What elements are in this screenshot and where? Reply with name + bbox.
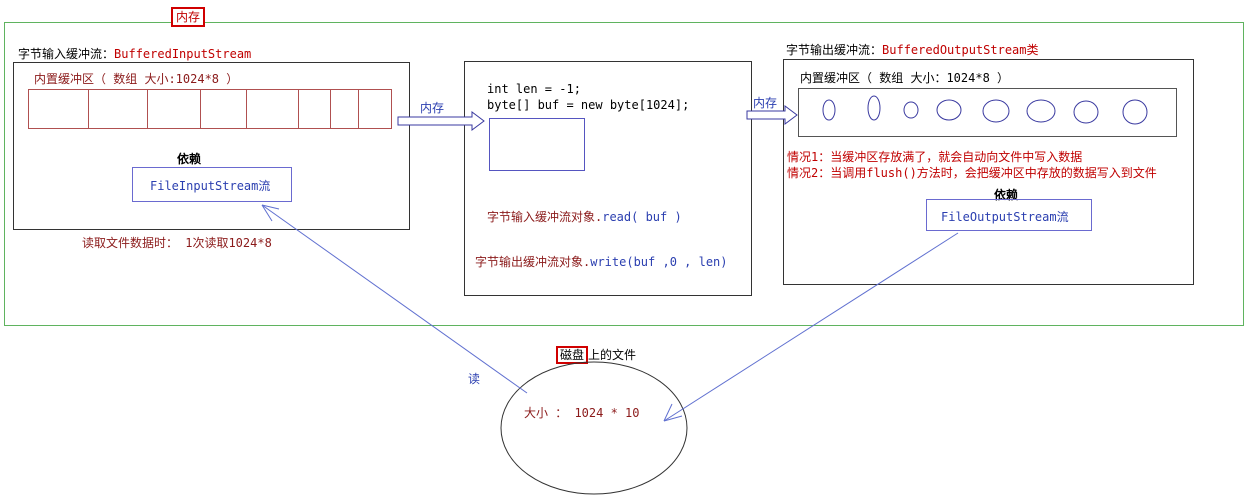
output-stream-class: BufferedOutputStream类 bbox=[882, 43, 1039, 57]
output-buffer-cell bbox=[982, 99, 1010, 123]
input-buffer-label: 内置缓冲区（ 数组 大小:1024*8 ） bbox=[34, 72, 239, 86]
code-line-buf: byte[] buf = new byte[1024]; bbox=[487, 98, 690, 112]
file-output-stream-label: FileOutputStream流 bbox=[941, 210, 1069, 224]
output-stream-title: 字节输出缓冲流：BufferedOutputStream类 bbox=[786, 41, 1039, 58]
output-buffer-cell bbox=[1026, 99, 1056, 123]
write-arrow-line bbox=[663, 232, 959, 422]
write-call-prefix: 字节输出缓冲流对象. bbox=[475, 255, 591, 269]
output-depends-label: 依赖 bbox=[994, 188, 1019, 202]
read-arrow-line bbox=[261, 204, 528, 394]
output-case-1: 情况1：当缓冲区存放满了，就会自动向文件中写入数据 bbox=[787, 150, 1083, 164]
output-stream-title-text: 字节输出缓冲流： bbox=[786, 43, 883, 57]
buf-array-box bbox=[489, 118, 585, 171]
file-input-stream-box: FileInputStream流 bbox=[132, 167, 292, 202]
file-output-stream-box: FileOutputStream流 bbox=[926, 199, 1092, 231]
arrow-read-label: 读 bbox=[468, 372, 481, 386]
read-arrow-head bbox=[261, 204, 280, 222]
read-call-method: read( buf ) bbox=[602, 210, 682, 224]
input-buffer-array bbox=[28, 89, 392, 129]
arrow-right-memory-label: 内存 bbox=[753, 96, 778, 110]
input-read-note: 读取文件数据时： 1次读取1024*8 bbox=[82, 236, 272, 250]
output-buffer-cells bbox=[822, 95, 1148, 125]
disk-title-boxed: 磁盘 bbox=[556, 346, 589, 364]
output-buffer-cell bbox=[1122, 99, 1148, 125]
block-arrow-left bbox=[397, 111, 485, 131]
memory-label: 内存 bbox=[171, 7, 206, 27]
output-buffer-cell bbox=[822, 99, 836, 121]
output-buffer-cell bbox=[936, 99, 962, 121]
file-input-stream-label: FileInputStream流 bbox=[150, 179, 271, 193]
output-case-2: 情况2：当调用flush()方法时，会把缓冲区中存放的数据写入到文件 bbox=[787, 166, 1157, 180]
input-stream-title-text: 字节输入缓冲流： bbox=[18, 47, 115, 61]
input-stream-class: BufferedInputStream bbox=[114, 47, 252, 61]
block-arrow-right bbox=[746, 105, 798, 125]
memory-label-text: 内存 bbox=[176, 10, 201, 24]
read-call-prefix: 字节输入缓冲流对象. bbox=[487, 210, 603, 224]
code-line-len: int len = -1; bbox=[487, 82, 581, 96]
output-buffer-array bbox=[798, 88, 1177, 137]
write-call-line: 字节输出缓冲流对象.write(buf ,0 , len) bbox=[475, 253, 728, 270]
output-buffer-label: 内置缓冲区（ 数组 大小：1024*8 ） bbox=[800, 71, 1010, 85]
write-call-method: write(buf ,0 , len) bbox=[590, 255, 728, 269]
disk-title-rest: 上的文件 bbox=[588, 348, 637, 362]
output-buffer-cell bbox=[1073, 100, 1099, 124]
disk-file-ellipse bbox=[500, 361, 688, 495]
input-stream-title: 字节输入缓冲流：BufferedInputStream bbox=[18, 45, 251, 62]
write-arrow-head bbox=[663, 403, 683, 422]
center-code-box bbox=[464, 61, 752, 296]
disk-title: 磁盘上的文件 bbox=[556, 346, 637, 364]
input-stream-box bbox=[13, 62, 410, 230]
input-depends-label: 依赖 bbox=[177, 152, 202, 166]
output-buffer-cell bbox=[903, 101, 919, 119]
arrow-left-memory-label: 内存 bbox=[420, 101, 445, 115]
memory-frame bbox=[4, 22, 1244, 326]
output-stream-box bbox=[783, 59, 1194, 285]
read-call-line: 字节输入缓冲流对象.read( buf ) bbox=[487, 208, 682, 225]
disk-size-text: 大小 ： 1024 * 10 bbox=[524, 406, 640, 420]
output-buffer-cell bbox=[867, 95, 881, 121]
